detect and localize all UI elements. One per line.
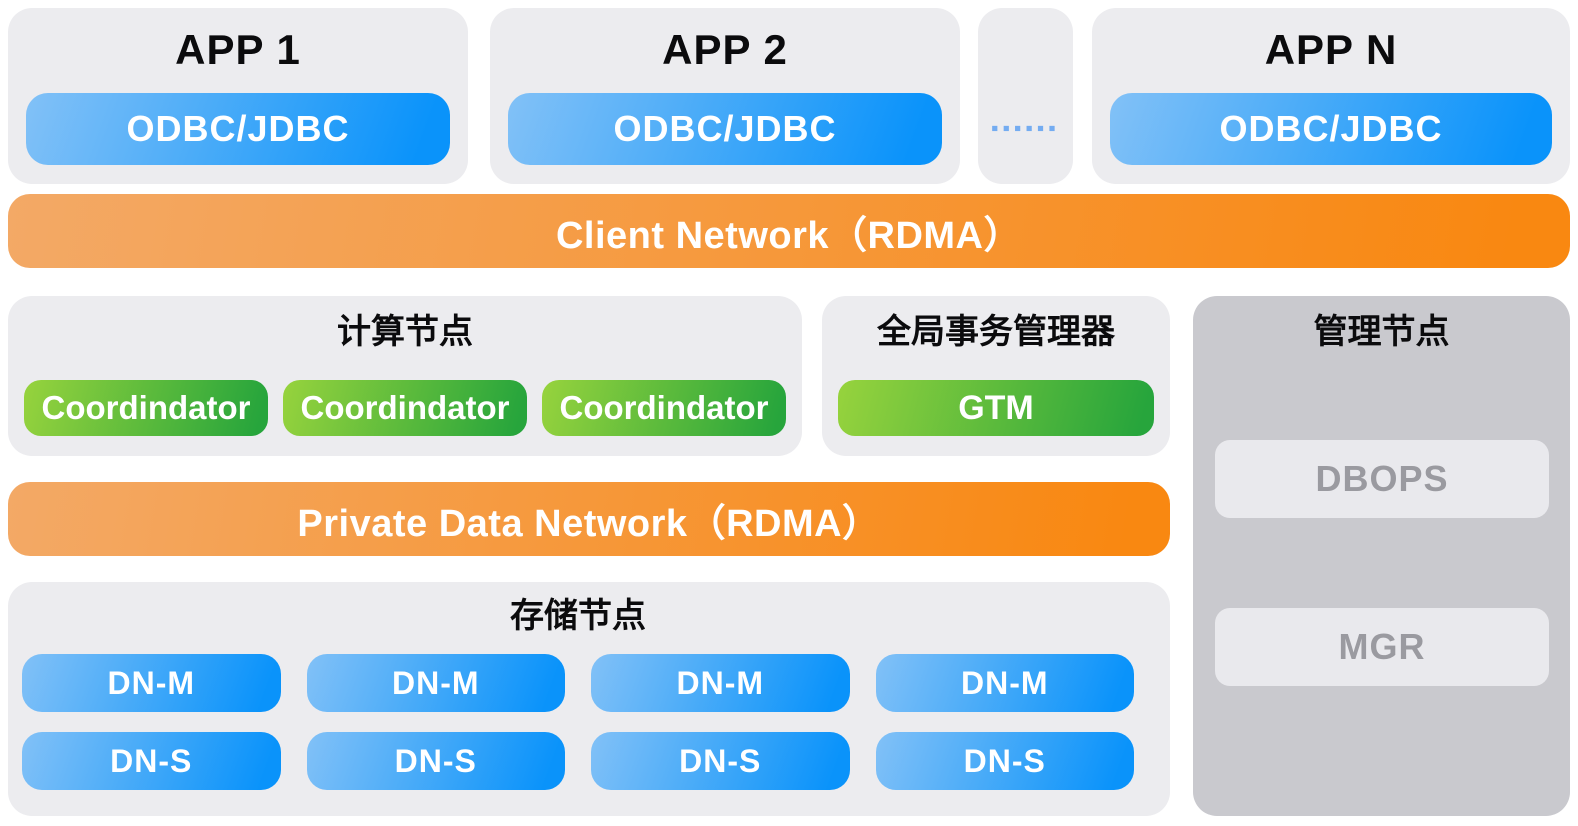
appn-panel: APP N ODBC/JDBC [1092,8,1570,184]
dn-standby-node-2: DN-S [306,732,565,790]
storage-node-title: 存储节点 [510,597,646,635]
dbops-node: DBOPS [1215,440,1549,518]
dn-master-node-1: DN-M [22,654,281,712]
appn-odbc-jdbc-node: ODBC/JDBC [1110,93,1552,165]
management-node-panel: 管理节点 DBOPS MGR [1193,296,1570,816]
client-network-banner: Client Network（RDMA） [8,194,1570,268]
gtm-panel: 全局事务管理器 GTM [822,296,1170,456]
dn-master-node-2: DN-M [306,654,565,712]
compute-node-panel: 计算节点 Coordindator Coordindator Coordinda… [8,296,802,456]
app2-panel: APP 2 ODBC/JDBC [490,8,960,184]
app2-title: APP 2 [662,26,788,73]
app1-panel: APP 1 ODBC/JDBC [8,8,468,184]
gtm-title: 全局事务管理器 [877,313,1115,351]
app2-odbc-jdbc-node: ODBC/JDBC [508,93,942,165]
dn-standby-node-3: DN-S [591,732,850,790]
mgr-node: MGR [1215,608,1549,686]
ellipsis-dots-icon: ▪▪▪▪▪▪ [991,116,1060,140]
storage-node-panel: 存储节点 DN-M DN-M DN-M DN-M DN-S DN-S DN-S … [8,582,1170,816]
coordinator-node-2: Coordindator [283,380,527,436]
coordinator-node-1: Coordindator [24,380,268,436]
coordinator-row: Coordindator Coordindator Coordindator [24,380,786,436]
coordinator-node-3: Coordindator [542,380,786,436]
dn-standby-node-1: DN-S [22,732,281,790]
more-apps-panel: ▪▪▪▪▪▪ [978,8,1073,184]
private-data-network-banner: Private Data Network（RDMA） [8,482,1170,556]
dn-grid: DN-M DN-M DN-M DN-M DN-S DN-S DN-S DN-S [22,654,1134,790]
app1-odbc-jdbc-node: ODBC/JDBC [26,93,450,165]
gtm-row: GTM [838,380,1154,436]
app1-title: APP 1 [175,26,301,73]
gtm-node: GTM [838,380,1154,436]
compute-node-title: 计算节点 [337,313,473,351]
dn-standby-node-4: DN-S [875,732,1134,790]
management-node-title: 管理节点 [1313,313,1450,351]
appn-title: APP N [1264,26,1398,73]
dn-master-node-4: DN-M [875,654,1134,712]
dn-master-node-3: DN-M [591,654,850,712]
